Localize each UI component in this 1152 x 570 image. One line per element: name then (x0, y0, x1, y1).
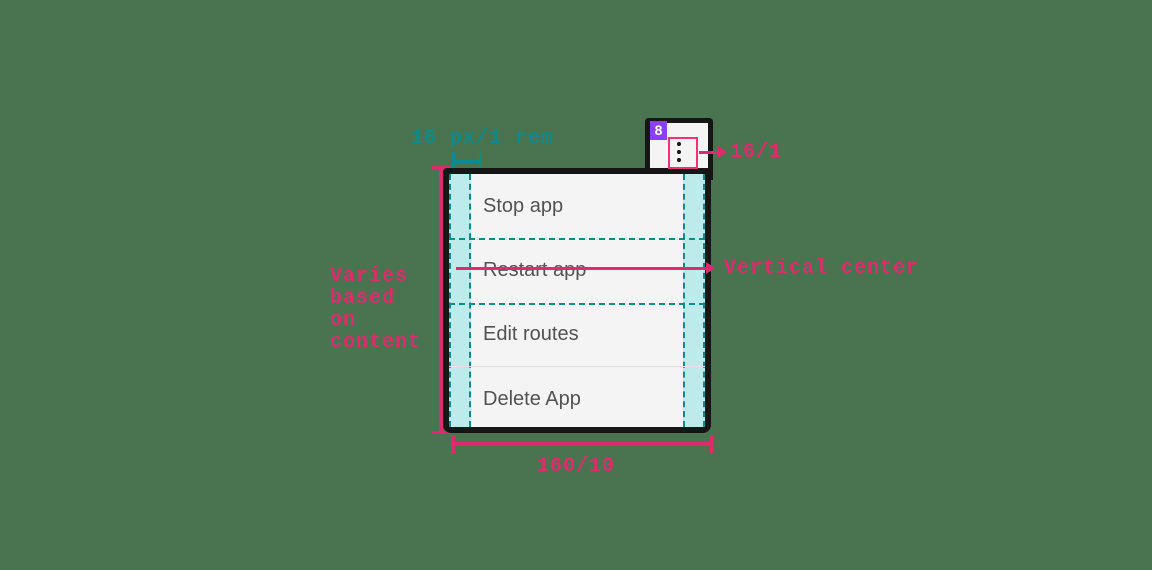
menu-item-label: Edit routes (483, 323, 579, 345)
vertical-center-annotation-label: Vertical center (724, 257, 920, 280)
padding-highlight-left (449, 174, 471, 427)
menu-item-label: Restart app (483, 259, 587, 281)
menu-item-edit-routes[interactable]: Edit routes (449, 302, 705, 366)
padding-highlight-right (683, 174, 705, 427)
padding-measure-bracket (452, 152, 482, 171)
overflow-menu-list: Stop app Restart app Edit routes Delete … (449, 174, 705, 427)
menu-item-delete-app[interactable]: Delete App (449, 366, 705, 427)
vertical-center-leader-line (456, 267, 711, 270)
spec-badge-8: 8 (650, 121, 667, 140)
guide-line-item-2-3 (449, 303, 705, 305)
menu-item-label: Stop app (483, 195, 564, 217)
icon-callout-leader-line (699, 151, 721, 154)
height-annotation-label: Varies based on content (330, 265, 422, 354)
padding-annotation-label: 16 px/1 rem (411, 127, 555, 150)
width-dimension-line (451, 435, 713, 453)
menu-item-restart-app[interactable]: Restart app (449, 238, 705, 302)
overflow-menu-vertical-icon (650, 123, 708, 180)
icon-callout-arrow-icon (718, 146, 727, 158)
height-dimension-line (432, 166, 450, 434)
overflow-menu: Stop app Restart app Edit routes Delete … (443, 168, 711, 433)
vertical-center-arrow-icon (706, 262, 715, 274)
overflow-menu-surface: Stop app Restart app Edit routes Delete … (449, 174, 705, 427)
icon-size-annotation-label: 16/1 (730, 141, 783, 164)
menu-item-stop-app[interactable]: Stop app (449, 174, 705, 238)
icon-callout-box (668, 137, 698, 169)
menu-item-label: Delete App (483, 388, 581, 410)
width-annotation-label: 160/10 (537, 455, 616, 478)
guide-line-item-1-2 (449, 238, 705, 240)
